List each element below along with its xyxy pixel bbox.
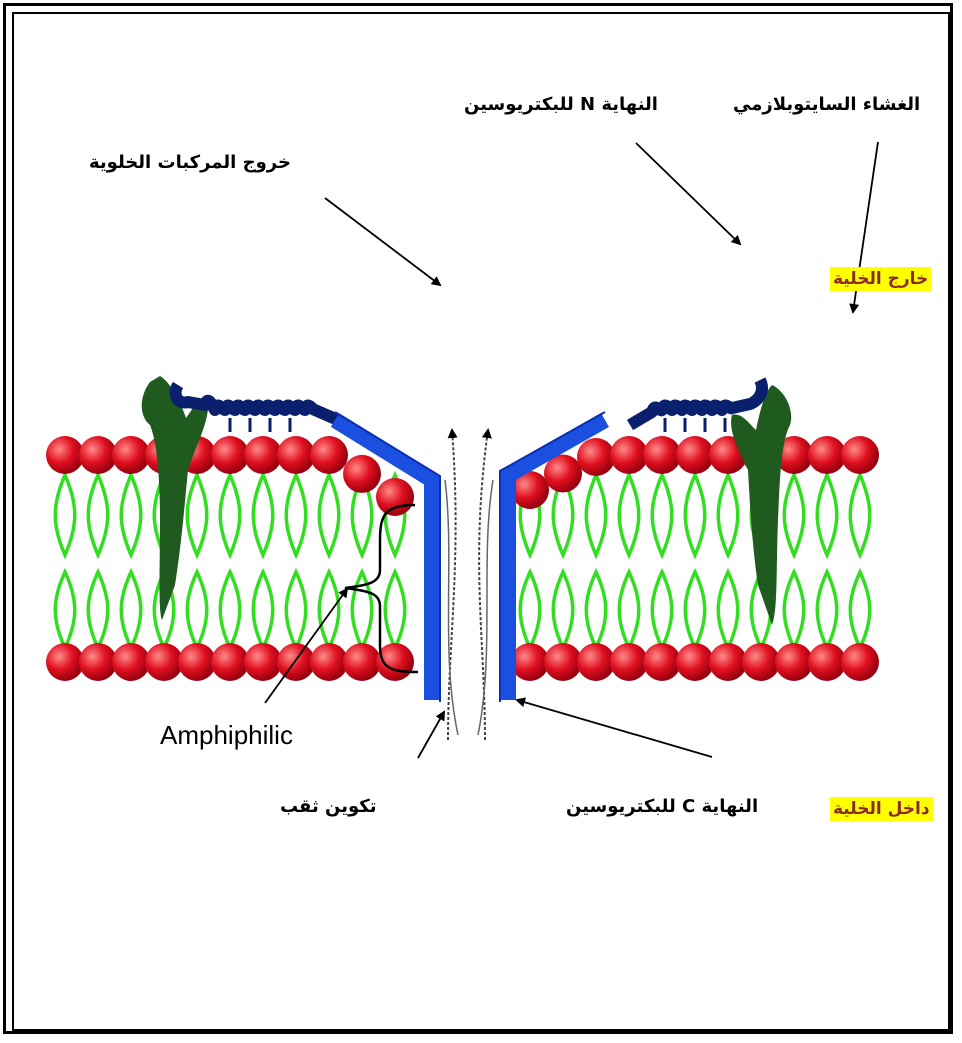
lipid-tail [385, 572, 405, 648]
lipid-head [742, 643, 780, 681]
lipid-tail [784, 475, 804, 555]
lipid-tail [88, 475, 108, 555]
arrow-icon [325, 198, 440, 285]
lipid-tail [253, 572, 273, 648]
lipid-tail [619, 475, 639, 555]
lipid-head [244, 436, 282, 474]
lipid-head [676, 643, 714, 681]
helix-left-bonds [230, 418, 290, 432]
lipid-head [808, 436, 846, 474]
lipid-head [277, 436, 315, 474]
lipid-head [46, 436, 84, 474]
lipid-head [79, 436, 117, 474]
lipid-head [577, 643, 615, 681]
lipid-head [211, 436, 249, 474]
arrow-icon [636, 143, 740, 244]
helix-right-bonds [665, 418, 725, 432]
lipid-head [112, 643, 150, 681]
lipid-tail [319, 475, 339, 555]
lipid-head [775, 643, 813, 681]
lipid-tail [253, 475, 273, 555]
lipid-tail [220, 572, 240, 648]
lipid-tail [850, 475, 870, 555]
lipid-tail [520, 572, 540, 648]
lipid-head [145, 643, 183, 681]
lipid-head [841, 643, 879, 681]
lipid-tail [88, 572, 108, 648]
lipid-head [343, 455, 381, 493]
lipid-tail [553, 572, 573, 648]
lipid-tail [586, 475, 606, 555]
lipid-tail [121, 572, 141, 648]
lipid-tail [121, 475, 141, 555]
label-pore-formation: تكوين ثقب [280, 796, 377, 817]
label-outside-cell: خارج الخلية [830, 267, 931, 291]
label-c-terminus: النهاية C للبكتريوسين [566, 796, 758, 817]
lipid-head [310, 643, 348, 681]
lipid-tail [55, 572, 75, 648]
label-exit-components: خروج المركبات الخلوية [89, 152, 291, 173]
lipid-head [112, 436, 150, 474]
lipid-head [376, 478, 414, 516]
lipid-tail [685, 572, 705, 648]
lipid-tail [718, 572, 738, 648]
lipid-tail [817, 572, 837, 648]
arrow-icon [517, 700, 712, 757]
membrane-protein-right [731, 385, 791, 625]
lipid-tail [286, 572, 306, 648]
lipid-head [79, 643, 117, 681]
lipid-tail [652, 572, 672, 648]
lipid-head [841, 436, 879, 474]
lipid-tail [586, 572, 606, 648]
lipid-head [610, 643, 648, 681]
lipid-tail [187, 572, 207, 648]
lipid-tail [619, 572, 639, 648]
lipid-tail [319, 572, 339, 648]
lipid-head [310, 436, 348, 474]
lipid-head [178, 643, 216, 681]
lipid-head [610, 436, 648, 474]
arrow-icon [418, 712, 444, 758]
lipid-tail [220, 475, 240, 555]
lipid-tail [817, 475, 837, 555]
membrane-protein-left [142, 376, 208, 620]
lipid-tail [850, 572, 870, 648]
label-inside-cell: داخل الخلية [830, 797, 933, 821]
lipid-tail [187, 475, 207, 555]
lipid-head [577, 438, 615, 476]
lipid-head [643, 643, 681, 681]
lipid-head [244, 643, 282, 681]
lipid-tail [55, 475, 75, 555]
lipid-head [709, 643, 747, 681]
lipid-head [808, 643, 846, 681]
lipid-head [676, 436, 714, 474]
lipid-tail [652, 475, 672, 555]
lipid-tail [784, 572, 804, 648]
lipid-head [544, 643, 582, 681]
lipid-head [643, 436, 681, 474]
lipid-tail [718, 475, 738, 555]
label-n-terminus: النهاية N للبكتريوسين [464, 94, 658, 115]
lipid-head [277, 643, 315, 681]
label-amphiphilic: Amphiphilic [160, 720, 293, 751]
lipid-head [211, 643, 249, 681]
label-plasma-membrane: الغشاء السايتوبلازمي [733, 94, 920, 115]
lipid-head [376, 643, 414, 681]
lipid-head [46, 643, 84, 681]
lipid-head [511, 643, 549, 681]
lipid-head [343, 643, 381, 681]
lipid-tail [685, 475, 705, 555]
lipid-tail [286, 475, 306, 555]
